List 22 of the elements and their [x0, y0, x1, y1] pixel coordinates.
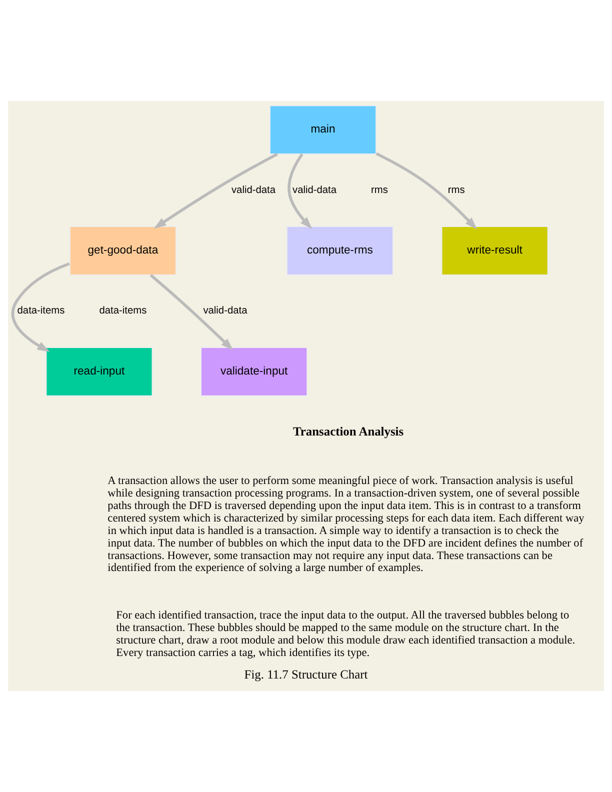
label: For each identified transaction, trace the input data to the output. All the traversed bubbles belong to the transaction. These bubbles should be mapped to the same module on the structure chart. In the structure chart, draw a root module and below this module draw each identified transaction a module. Every transaction carries a tag, which identifies its type. — [116, 610, 576, 659]
edge-label: data-items — [17, 306, 65, 317]
node-box: read-input — [46, 346, 153, 397]
edge-label: valid-data — [203, 306, 248, 317]
label: A transaction allows the user to perform some meaningful piece of work. Transaction analysis is useful while designing transaction processing programs. In a transaction-driven system, one of several possible paths through the DFD is traversed depending upon the input data item. This is in contrast to a transform centered system which is characterized by similar processing steps for each data item. Each different way in which input data is handled is a transaction. A simple way to identify a transaction is to check the input data. The number of bubbles on which the input data to the DFD are incident defines the number of transactions. However, some transaction may not require any input data. These transactions can be identified from the experience of solving a large number of examples. — [108, 475, 584, 574]
label: data-items — [99, 306, 147, 317]
node-box: write-result — [441, 226, 548, 276]
node-box: compute-rms — [286, 226, 394, 276]
label: Transaction Analysis — [293, 424, 404, 438]
arrow — [11, 262, 70, 352]
label: rms — [371, 184, 388, 196]
arrow — [154, 152, 278, 229]
caption: Fig. 11.7 Structure Chart — [244, 667, 368, 682]
arrow — [150, 274, 234, 350]
edge-label: rms — [448, 184, 465, 196]
node-box: validate-input — [200, 346, 308, 397]
arrow — [376, 152, 478, 230]
arrow — [288, 153, 312, 230]
node-box: main — [269, 104, 377, 155]
edge-label: valid-data — [231, 184, 276, 196]
node-box: get-good-data — [69, 226, 177, 276]
edge-label: valid-data — [292, 184, 337, 196]
